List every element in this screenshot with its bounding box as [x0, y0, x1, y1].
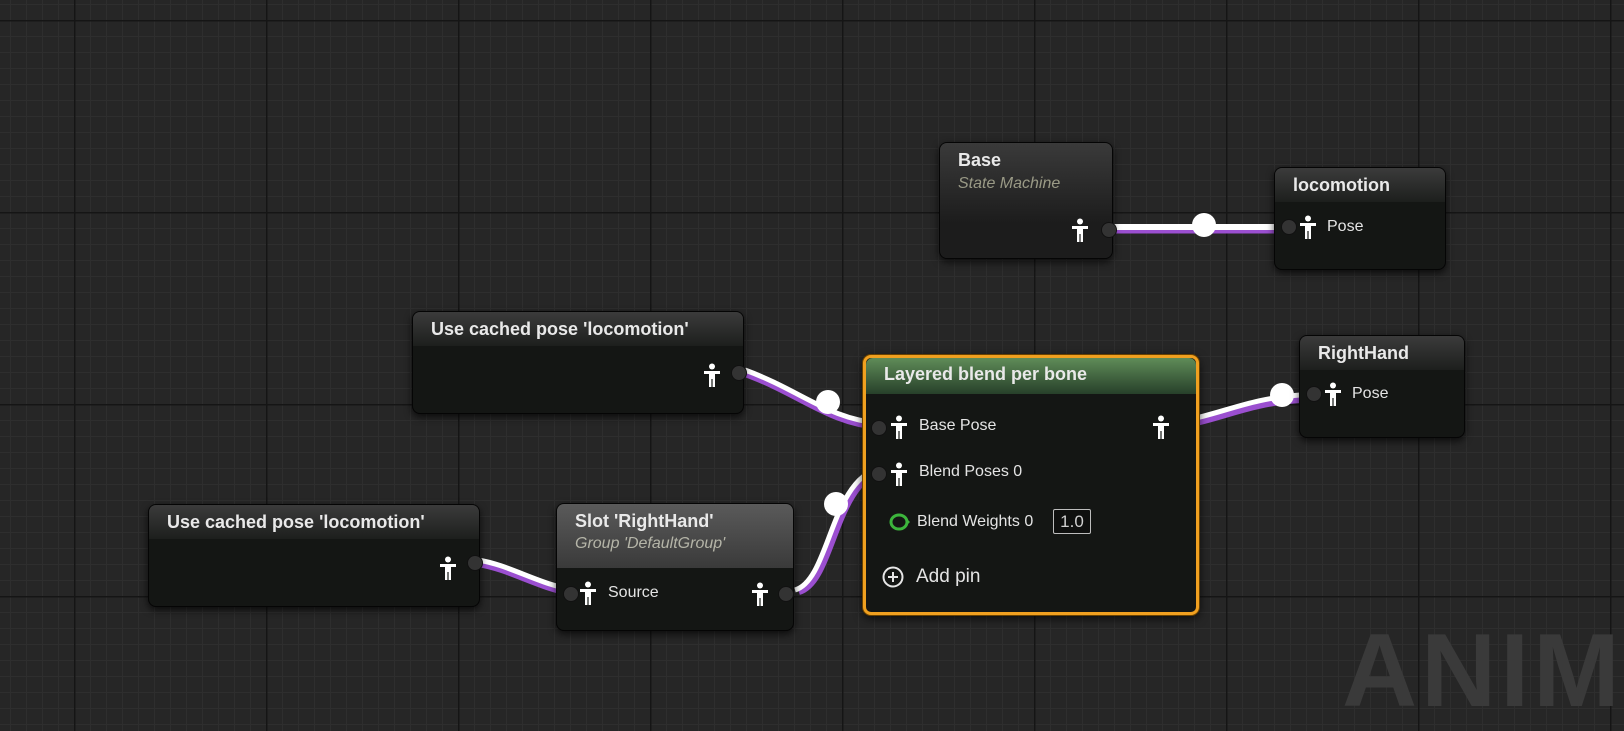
node-righthand-output[interactable]: RightHand Pose [1299, 335, 1465, 438]
pose-output-icon[interactable] [1071, 218, 1089, 242]
node-title: Use cached pose 'locomotion' [149, 505, 479, 539]
pose-input-icon[interactable] [890, 415, 908, 439]
node-title: Use cached pose 'locomotion' [413, 312, 743, 346]
pin-label-pose: Pose [1327, 218, 1364, 235]
pin-label-base-pose: Base Pose [919, 417, 997, 434]
pose-output-icon[interactable] [439, 556, 457, 580]
node-slot-righthand[interactable]: Slot 'RightHand' Group 'DefaultGroup' So… [556, 503, 794, 631]
pose-input-icon[interactable] [579, 581, 597, 605]
node-title: RightHand [1300, 336, 1464, 370]
pose-output-icon[interactable] [703, 363, 721, 387]
pin-label-source: Source [608, 584, 659, 601]
blend-weight-input[interactable]: 1.0 [1053, 509, 1091, 534]
base-pose-input-pin[interactable] [871, 420, 887, 436]
pose-output-pin[interactable] [778, 586, 794, 602]
blend-poses-input-pin[interactable] [871, 466, 887, 482]
pose-output-pin[interactable] [1101, 222, 1117, 238]
watermark-text: ANIMA [1342, 613, 1624, 729]
wire-knot[interactable] [816, 390, 840, 414]
pin-label-blend-poses: Blend Poses 0 [919, 463, 1023, 480]
node-layered-blend-per-bone[interactable]: Layered blend per bone Base Pose Blend P… [863, 355, 1199, 615]
pose-output-pin[interactable] [731, 365, 747, 381]
pose-input-icon[interactable] [1324, 382, 1342, 406]
wire-knot[interactable] [1270, 383, 1294, 407]
node-title: Layered blend per bone [866, 358, 1196, 394]
pose-input-icon[interactable] [1299, 215, 1317, 239]
pose-input-pin[interactable] [1306, 386, 1322, 402]
float-pin-icon[interactable] [889, 513, 911, 531]
pin-label-pose: Pose [1352, 385, 1389, 402]
wire-knot[interactable] [824, 492, 848, 516]
pose-output-icon[interactable] [1152, 415, 1170, 439]
pin-label-blend-weights: Blend Weights 0 [917, 513, 1034, 530]
pose-output-icon[interactable] [751, 582, 769, 606]
add-pin-button[interactable]: Add pin [916, 566, 981, 587]
node-use-cached-pose-bottom[interactable]: Use cached pose 'locomotion' [148, 504, 483, 607]
wire-cached-top-to-base-pose[interactable] [743, 367, 881, 430]
node-base-state-machine[interactable]: Base State Machine [939, 142, 1117, 259]
pose-output-pin[interactable] [467, 555, 483, 571]
node-locomotion-output[interactable]: locomotion Pose [1274, 167, 1446, 270]
source-input-pin[interactable] [563, 586, 579, 602]
wire-blend-to-righthand[interactable] [1195, 383, 1301, 426]
pose-input-icon[interactable] [890, 462, 908, 486]
wire-knot[interactable] [1192, 213, 1216, 237]
node-title: Slot 'RightHand' [575, 511, 714, 531]
node-subtitle: Group 'DefaultGroup' [575, 535, 726, 552]
node-title: Base [958, 150, 1002, 170]
node-title: locomotion [1275, 168, 1445, 202]
add-pin-icon[interactable] [882, 566, 904, 588]
pose-input-pin[interactable] [1281, 219, 1297, 235]
node-subtitle: State Machine [958, 175, 1061, 192]
node-use-cached-pose-top[interactable]: Use cached pose 'locomotion' [412, 311, 747, 414]
wire-base-to-locomotion[interactable] [1114, 213, 1282, 237]
